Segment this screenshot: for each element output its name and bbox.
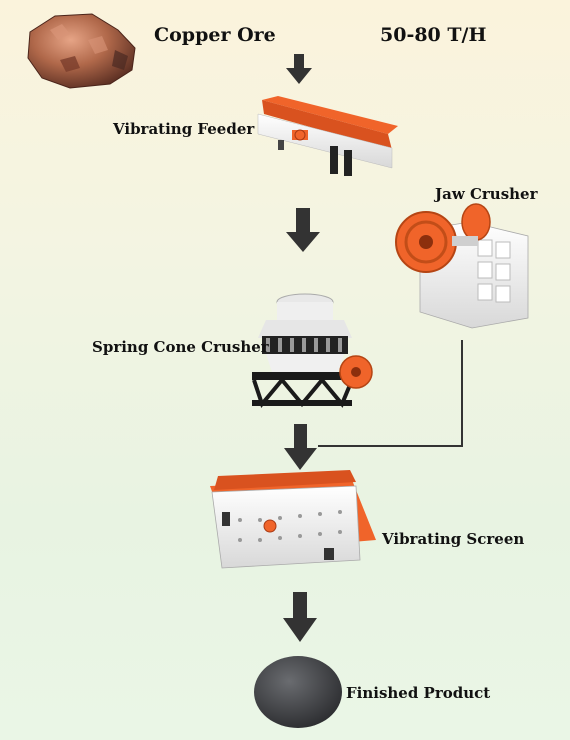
vibrating-feeder-label: Vibrating Feeder	[113, 120, 255, 138]
vibrating-screen-label: Vibrating Screen	[382, 530, 525, 548]
vibrating-screen-image	[210, 470, 376, 569]
jaw-crusher-label: Jaw Crusher	[435, 185, 538, 203]
arrow-down-icon	[284, 424, 317, 470]
copper-ore-image	[27, 13, 136, 89]
finished-product-label: Finished Product	[346, 684, 491, 702]
material-title: Copper Ore	[154, 24, 276, 46]
spring-cone-crusher-image	[252, 293, 373, 409]
arrow-down-icon	[286, 54, 312, 84]
capacity-label: 50-80 T/H	[380, 24, 487, 46]
jaw-crusher-image	[395, 203, 529, 329]
arrow-down-icon	[283, 592, 317, 642]
finished-product-image	[254, 656, 342, 728]
connector-line	[318, 340, 463, 447]
vibrating-feeder-image	[257, 96, 398, 176]
spring-cone-crusher-label: Spring Cone Crusher	[92, 338, 269, 356]
arrow-down-icon	[286, 208, 320, 252]
